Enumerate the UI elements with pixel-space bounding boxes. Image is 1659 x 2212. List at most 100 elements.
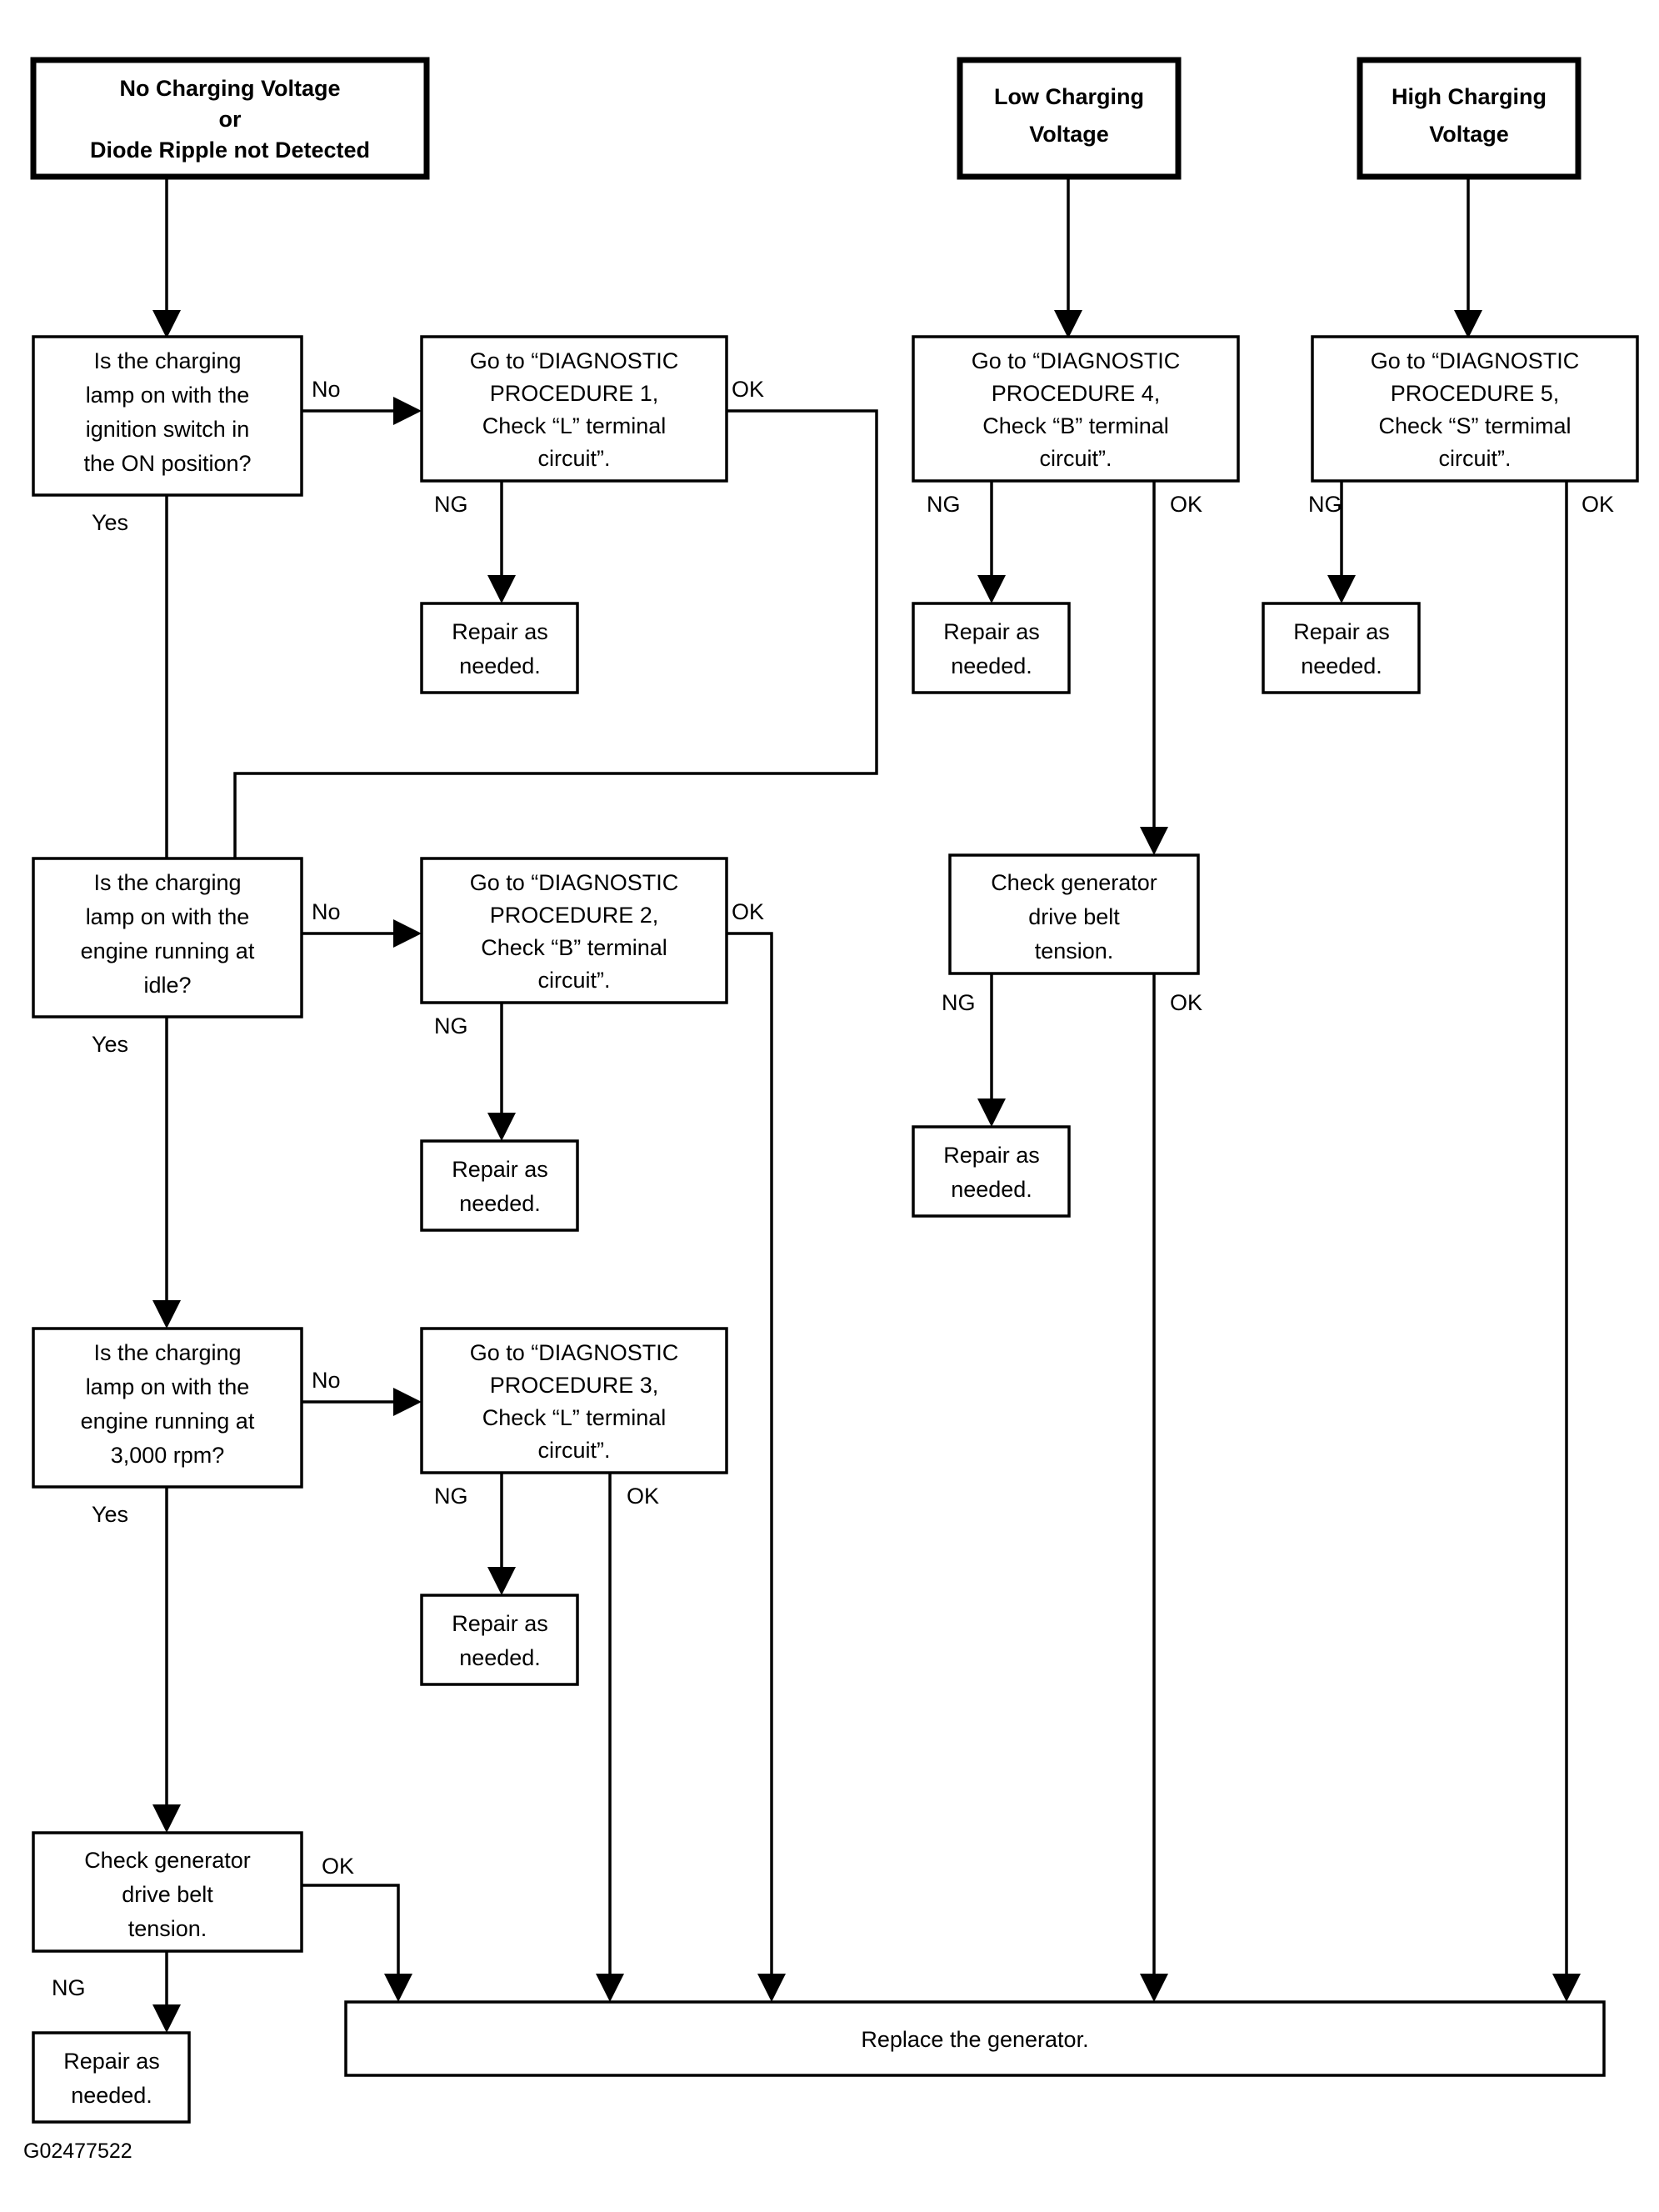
- node-line: PROCEDURE 5,: [1391, 381, 1560, 406]
- edge-label-procedure3-ng: NG: [434, 1484, 468, 1509]
- node-line: Repair as: [943, 1143, 1040, 1168]
- arrowhead-replace-from-belt-right: [1140, 1974, 1168, 2002]
- node-line: lamp on with the: [86, 904, 250, 929]
- node-repair-6[interactable]: Repair as needed.: [420, 1594, 579, 1686]
- node-line: tension.: [128, 1916, 207, 1941]
- node-line: Check generator: [991, 870, 1157, 895]
- node-line: 3,000 rpm?: [111, 1443, 225, 1468]
- node-line: needed.: [71, 2083, 152, 2108]
- node-belt-tension-right[interactable]: Check generator drive belt tension.: [948, 853, 1200, 975]
- edge-label-procedure5-ng: NG: [1308, 492, 1342, 517]
- node-line: drive belt: [122, 1882, 213, 1907]
- node-start-high-charging[interactable]: High Charging Voltage: [1357, 57, 1582, 180]
- node-line: PROCEDURE 1,: [490, 381, 659, 406]
- arrowhead-procedure1: [393, 397, 422, 425]
- node-line: Diode Ripple not Detected: [90, 138, 370, 163]
- node-box: [32, 1327, 303, 1489]
- node-box: [957, 57, 1182, 180]
- arrowhead-belt-right: [1140, 827, 1168, 855]
- arrowhead-procedure4: [1054, 310, 1082, 338]
- node-decision-2[interactable]: Is the charging lamp on with the engine …: [32, 857, 303, 1018]
- node-procedure-3[interactable]: Go to “DIAGNOSTIC PROCEDURE 3, Check “L”…: [420, 1327, 728, 1474]
- node-start-no-charging[interactable]: No Charging Voltage or Diode Ripple not …: [30, 57, 430, 180]
- node-line: Repair as: [452, 1157, 548, 1182]
- node-start-low-charging[interactable]: Low Charging Voltage: [957, 57, 1182, 180]
- node-line: Repair as: [943, 619, 1040, 644]
- node-repair-1[interactable]: Repair as needed.: [420, 602, 579, 694]
- node-line: Is the charging: [93, 870, 241, 895]
- edge-label-procedure1-ng: NG: [434, 492, 468, 517]
- node-box: [30, 57, 430, 180]
- node-box: [420, 1327, 728, 1474]
- node-decision-3[interactable]: Is the charging lamp on with the engine …: [32, 1327, 303, 1489]
- node-line: PROCEDURE 4,: [992, 381, 1161, 406]
- node-line: High Charging: [1392, 84, 1547, 109]
- node-box: [948, 853, 1200, 975]
- node-line: PROCEDURE 3,: [490, 1373, 659, 1398]
- arrowhead-belt-left: [152, 1804, 181, 1833]
- node-line: needed.: [951, 653, 1032, 678]
- node-box: [420, 1594, 579, 1686]
- node-procedure-1[interactable]: Go to “DIAGNOSTIC PROCEDURE 1, Check “L”…: [420, 335, 728, 483]
- edge-label-procedure2-ng: NG: [434, 1013, 468, 1038]
- edge-label-belt-right-ng: NG: [942, 990, 976, 1015]
- arrowhead-procedure2: [393, 919, 422, 948]
- edge-label-decision3-yes: Yes: [92, 1502, 128, 1527]
- edge-label-procedure4-ok: OK: [1170, 492, 1202, 517]
- node-line: Repair as: [452, 1611, 548, 1636]
- node-box: [912, 1125, 1071, 1218]
- node-line: Is the charging: [93, 1340, 241, 1365]
- node-replace-generator[interactable]: Replace the generator.: [344, 2000, 1606, 2077]
- node-line: lamp on with the: [86, 383, 250, 408]
- node-line: tension.: [1035, 938, 1114, 963]
- node-procedure-5[interactable]: Go to “DIAGNOSTIC PROCEDURE 5, Check “S”…: [1311, 335, 1639, 483]
- node-line: Repair as: [1293, 619, 1390, 644]
- arrowhead-replace-from-p3: [596, 1974, 624, 2002]
- edge-label-decision3-no: No: [312, 1368, 341, 1393]
- node-line: ignition switch in: [86, 417, 250, 442]
- node-repair-final[interactable]: Repair as needed.: [32, 2031, 191, 2124]
- node-box: [420, 857, 728, 1004]
- node-line: needed.: [459, 1645, 541, 1670]
- node-repair-3[interactable]: Repair as needed.: [912, 1125, 1071, 1218]
- arrowhead-repair3: [487, 1567, 516, 1595]
- arrowhead-repair-high: [1327, 575, 1356, 603]
- node-box: [1311, 335, 1639, 483]
- node-procedure-2[interactable]: Go to “DIAGNOSTIC PROCEDURE 2, Check “B”…: [420, 857, 728, 1004]
- node-belt-tension-left[interactable]: Check generator drive belt tension.: [32, 1831, 303, 1953]
- arrowhead-replace-from-p5: [1552, 1974, 1581, 2002]
- edge-label-decision1-no: No: [312, 377, 341, 402]
- node-box: [32, 1831, 303, 1953]
- edge-label-decision2-yes: Yes: [92, 1032, 128, 1057]
- node-line: Check “B” terminal: [982, 413, 1169, 438]
- arrowhead-procedure3: [393, 1388, 422, 1416]
- node-box: [912, 335, 1240, 483]
- arrowhead-repair1: [487, 575, 516, 603]
- node-box: [420, 335, 728, 483]
- node-line: Voltage: [1029, 122, 1109, 147]
- node-repair-2[interactable]: Repair as needed.: [420, 1139, 579, 1232]
- edge-label-layer: No Yes OK NG No Yes OK NG No Yes NG OK N…: [52, 377, 1614, 2000]
- node-line: circuit”.: [538, 446, 611, 471]
- arrowhead-repair2: [487, 1113, 516, 1141]
- node-box: [32, 335, 303, 497]
- node-box: [32, 2031, 191, 2124]
- arrowhead-repair4: [977, 575, 1006, 603]
- edge-belt-left-ok: [302, 1884, 400, 1990]
- node-procedure-4[interactable]: Go to “DIAGNOSTIC PROCEDURE 4, Check “B”…: [912, 335, 1240, 483]
- node-repair-5[interactable]: Repair as needed.: [1262, 602, 1421, 694]
- node-line: Go to “DIAGNOSTIC: [972, 348, 1181, 373]
- node-repair-4[interactable]: Repair as needed.: [912, 602, 1071, 694]
- edge-procedure2-ok: [727, 932, 773, 1990]
- node-line: idle?: [143, 973, 191, 998]
- node-line: needed.: [459, 1191, 541, 1216]
- edge-label-belt-left-ng: NG: [52, 1975, 86, 2000]
- node-line: Check “L” terminal: [482, 1405, 667, 1430]
- node-line: Is the charging: [93, 348, 241, 373]
- arrowhead-replace-from-p2: [757, 1974, 786, 2002]
- arrowhead-decision3: [152, 1300, 181, 1329]
- node-line: Repair as: [63, 2049, 160, 2074]
- node-decision-1[interactable]: Is the charging lamp on with the ignitio…: [32, 335, 303, 497]
- node-line: engine running at: [81, 938, 255, 963]
